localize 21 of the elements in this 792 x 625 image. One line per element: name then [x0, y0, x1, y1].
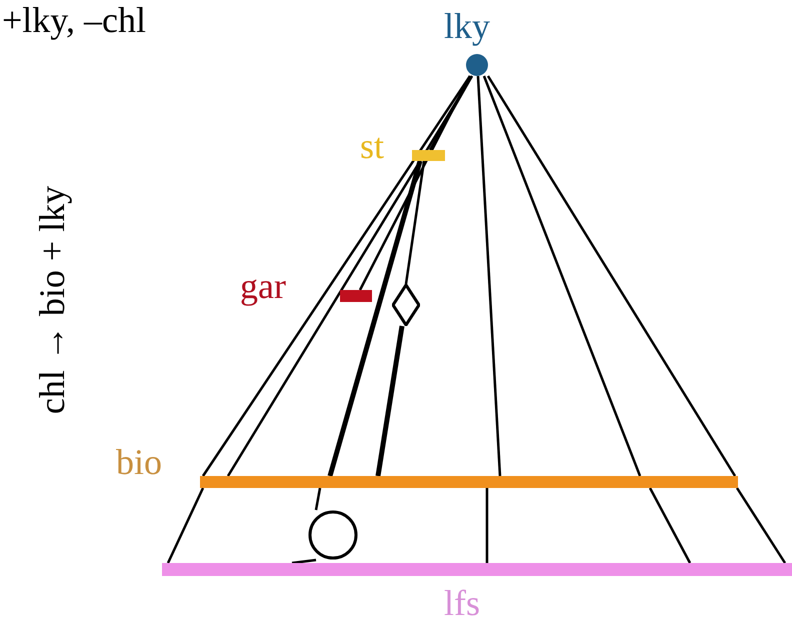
- tie-line: [428, 75, 474, 151]
- tie-line: [328, 160, 422, 477]
- tie-line: [376, 326, 404, 476]
- assemblage-label: +lky, –chl: [2, 2, 146, 38]
- phase-label: lfs: [444, 585, 480, 621]
- tie-line: [486, 75, 736, 477]
- tie-line: [482, 76, 642, 476]
- phase-label: gar: [240, 268, 286, 304]
- tie-line: [314, 488, 322, 510]
- tie-line: [292, 558, 316, 564]
- tie-line: [736, 487, 786, 564]
- tie-line: [476, 76, 502, 476]
- reaction-label: chl → bio + lky: [34, 186, 70, 414]
- phase-label: lky: [444, 8, 490, 44]
- tie-line: [486, 488, 488, 563]
- tie-line: [166, 487, 204, 564]
- phase-label: bio: [116, 444, 162, 480]
- tie-line: [358, 75, 472, 291]
- tie-line: [648, 487, 692, 564]
- tie-line: [404, 160, 426, 284]
- phase-label: st: [360, 128, 384, 164]
